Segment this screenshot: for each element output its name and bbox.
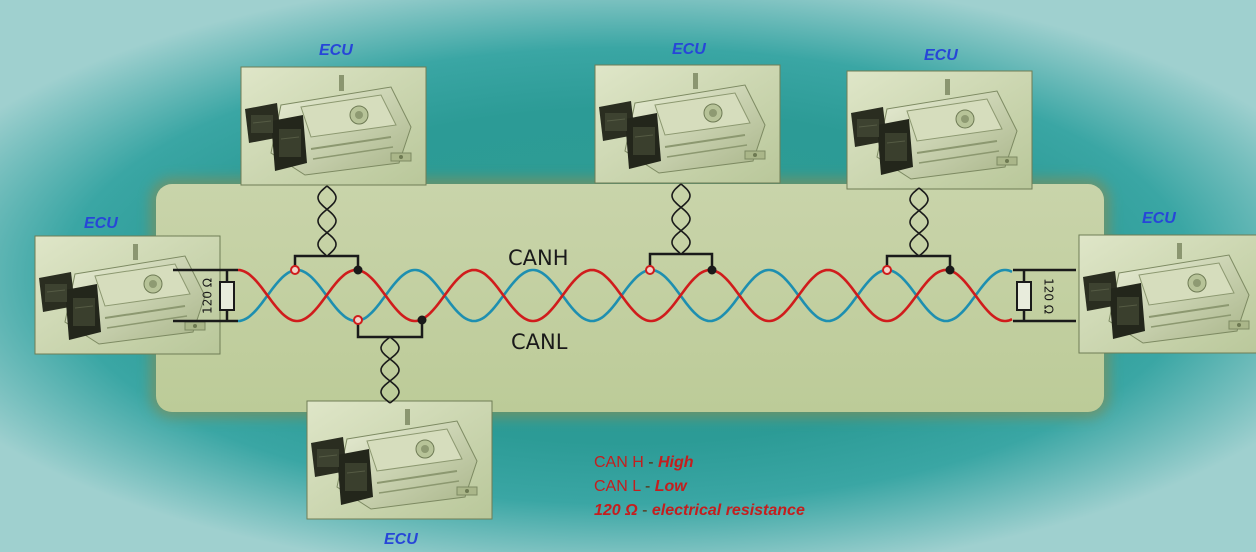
legend: CAN H - High CAN L - Low 120 Ω - electri…	[594, 451, 805, 523]
ecu-label-top-right: ECU	[924, 47, 958, 64]
canl-label: CANL	[511, 330, 568, 354]
legend-term: 120 Ω	[594, 502, 638, 519]
junction-node	[353, 315, 363, 325]
ecu-module-icon	[240, 66, 427, 186]
legend-separator: -	[637, 502, 652, 519]
terminator-right-label: 120 Ω	[1042, 278, 1056, 314]
junction-node	[882, 265, 892, 275]
ecu-module-icon	[34, 235, 221, 355]
resistor-icon	[219, 281, 235, 311]
legend-term: CAN L	[594, 478, 641, 495]
ecu-label-top-mid: ECU	[672, 41, 706, 58]
stub-top-right	[885, 254, 952, 270]
junction-nodes	[290, 265, 955, 325]
twisted-pair-strand	[909, 187, 929, 257]
ecu-label-top-left: ECU	[319, 42, 353, 59]
bus-panel	[156, 184, 1104, 412]
junction-node	[945, 265, 955, 275]
junction-node	[353, 265, 363, 275]
legend-description: Low	[654, 478, 687, 495]
junction-node	[417, 315, 427, 325]
stub-top-left	[293, 254, 360, 270]
stub-top-mid	[648, 252, 714, 270]
junction-node	[707, 265, 717, 275]
legend-description: electrical resistance	[651, 502, 805, 519]
ecu-label-bottom: ECU	[384, 531, 418, 548]
twisted-pair-strand	[671, 183, 691, 254]
ecu-module-icon	[846, 70, 1033, 190]
twisted-pair-strand	[380, 336, 400, 404]
ecu-module-icon	[1078, 234, 1256, 354]
legend-row-resistance: 120 Ω - electrical resistance	[594, 499, 805, 523]
junction-node	[645, 265, 655, 275]
ecu-label-right: ECU	[1142, 210, 1176, 227]
twisted-pair-strand	[380, 336, 400, 404]
canh-wire	[237, 268, 1013, 323]
twisted-pair-icon	[317, 183, 929, 404]
legend-separator: -	[640, 478, 655, 495]
terminator-left-label: 120 Ω	[201, 278, 215, 314]
legend-description: High	[658, 454, 694, 471]
twisted-pair-strand	[317, 185, 337, 256]
junction-node	[290, 265, 300, 275]
legend-separator: -	[643, 454, 658, 471]
legend-row-canh: CAN H - High	[594, 451, 805, 475]
legend-term: CAN H	[594, 454, 644, 471]
twisted-pair-strand	[671, 183, 691, 254]
ecu-module-icon	[306, 400, 493, 520]
resistor-icon	[1016, 281, 1032, 311]
ecu-module-icon	[594, 64, 781, 184]
canh-label: CANH	[508, 246, 569, 270]
twisted-pair-strand	[909, 187, 929, 257]
twisted-pair-strand	[317, 185, 337, 256]
legend-row-canl: CAN L - Low	[594, 475, 805, 499]
ecu-label-left: ECU	[84, 215, 118, 232]
